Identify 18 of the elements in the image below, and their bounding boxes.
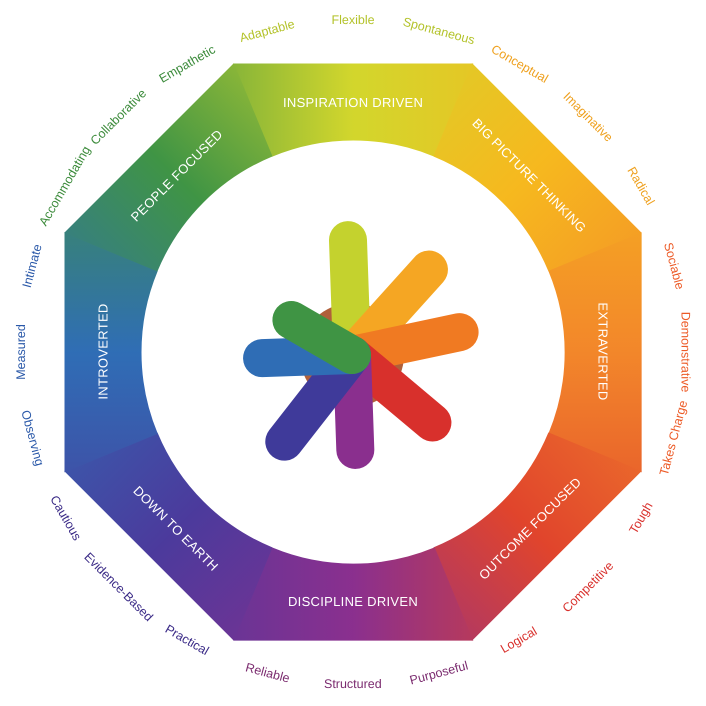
- trait-word: Sociable: [660, 241, 687, 292]
- trait-word: Reliable: [244, 660, 291, 686]
- segment-label: EXTRAVERTED: [596, 302, 611, 402]
- segment-label: INTROVERTED: [96, 304, 111, 400]
- trait-word: Flexible: [332, 13, 375, 27]
- trait-word: Structured: [324, 677, 382, 691]
- wheel-segment: [234, 548, 472, 640]
- trait-word: Intimate: [20, 242, 46, 290]
- segment-label: DISCIPLINE DRIVEN: [288, 594, 418, 610]
- wheel-segment: [548, 232, 641, 472]
- trait-word: Adaptable: [238, 17, 296, 46]
- trait-word: Measured: [14, 324, 28, 380]
- wheel-segment: [65, 232, 158, 472]
- trait-word: Demonstrative: [678, 312, 692, 392]
- segment-label: INSPIRATION DRIVEN: [282, 94, 424, 110]
- trait-word: Takes Charge: [657, 398, 690, 477]
- trait-word: Observing: [18, 408, 46, 468]
- wheel-segment: [234, 64, 472, 156]
